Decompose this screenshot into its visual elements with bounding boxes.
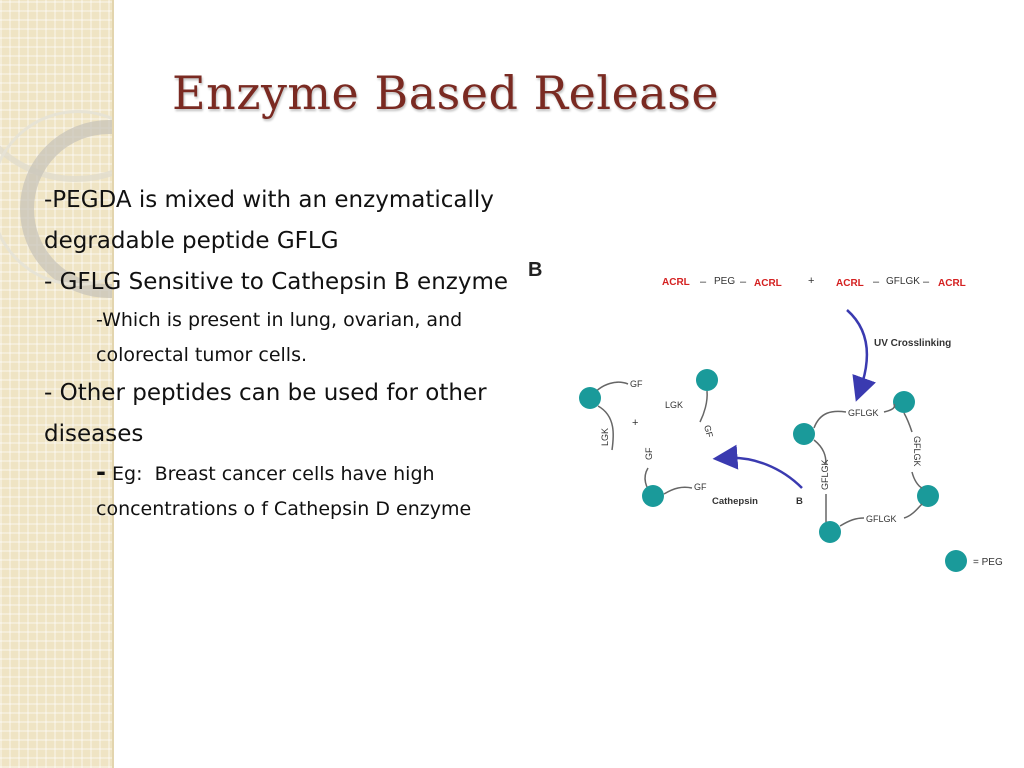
peg-label: PEG: [714, 276, 735, 287]
legend-peg-node: [945, 550, 967, 572]
reaction-plus: +: [808, 275, 814, 287]
lgk-label: LGK: [600, 428, 610, 446]
peg-node: [579, 387, 601, 409]
bullet-gflg-sensitive: - GFLG Sensitive to Cathepsin B enzyme: [44, 269, 509, 295]
lgk-label: LGK: [665, 400, 683, 410]
peg-node: [642, 485, 664, 507]
gflgk-label: GFLGK: [820, 459, 830, 490]
bond-dash: –: [923, 276, 930, 288]
acrl-label: ACRL: [662, 277, 690, 288]
cathepsin-arrow: [712, 444, 803, 489]
uv-crosslinking-label: UV Crosslinking: [874, 338, 951, 349]
acrl-label: ACRL: [836, 278, 864, 289]
bullet-pegda: -PEGDA is mixed with an enzymatically de…: [44, 187, 494, 254]
decorative-side-strip: [0, 0, 114, 768]
bond-dash: –: [740, 276, 747, 288]
hydrogel-figure: B ACRL – PEG – ACRL + ACRL – GFLGK – ACR…: [520, 250, 1020, 590]
acrl-label: ACRL: [938, 278, 966, 289]
sub-bullet-example: - Eg: Breast cancer cells have high conc…: [44, 455, 514, 527]
bond-dash: –: [873, 276, 880, 288]
gflgk-label: GFLGK: [866, 514, 897, 524]
gf-label: GF: [702, 424, 715, 439]
slide-body: -PEGDA is mixed with an enzymatically de…: [44, 180, 514, 527]
peg-node: [696, 369, 718, 391]
bullet-other-peptides: - Other peptides can be used for other d…: [44, 380, 487, 447]
peg-node: [893, 391, 915, 413]
panel-label: B: [528, 259, 542, 281]
uv-arrow: [846, 309, 876, 402]
legend-label: = PEG: [973, 557, 1003, 568]
crosslinked-network: GFLGK GFLGK GFLGK GFLGK: [793, 391, 939, 543]
cathepsin-b-label: B: [796, 496, 803, 507]
cathepsin-label: Cathepsin: [712, 496, 758, 507]
sub-bullet-dash: -: [96, 458, 106, 486]
gf-label: GF: [644, 447, 654, 460]
sub-bullet-tumor-cells: -Which is present in lung, ovarian, and …: [96, 309, 463, 366]
peg-node: [819, 521, 841, 543]
gflgk-label: GFLGK: [886, 276, 920, 287]
degraded-network: GF LGK LGK GF + GF GF: [579, 369, 718, 507]
network-plus: +: [632, 417, 638, 429]
gflgk-label: GFLGK: [848, 408, 879, 418]
peg-node: [793, 423, 815, 445]
gf-label: GF: [630, 379, 643, 389]
gf-label: GF: [694, 482, 707, 492]
acrl-label: ACRL: [754, 278, 782, 289]
slide-title: Enzyme Based Release: [172, 66, 720, 120]
example-label: Eg:: [112, 463, 143, 485]
gflgk-label: GFLGK: [912, 436, 922, 467]
bond-dash: –: [700, 276, 707, 288]
peg-node: [917, 485, 939, 507]
figure-svg: B ACRL – PEG – ACRL + ACRL – GFLGK – ACR…: [528, 259, 1003, 572]
example-text: Breast cancer cells have high concentrat…: [96, 463, 472, 520]
